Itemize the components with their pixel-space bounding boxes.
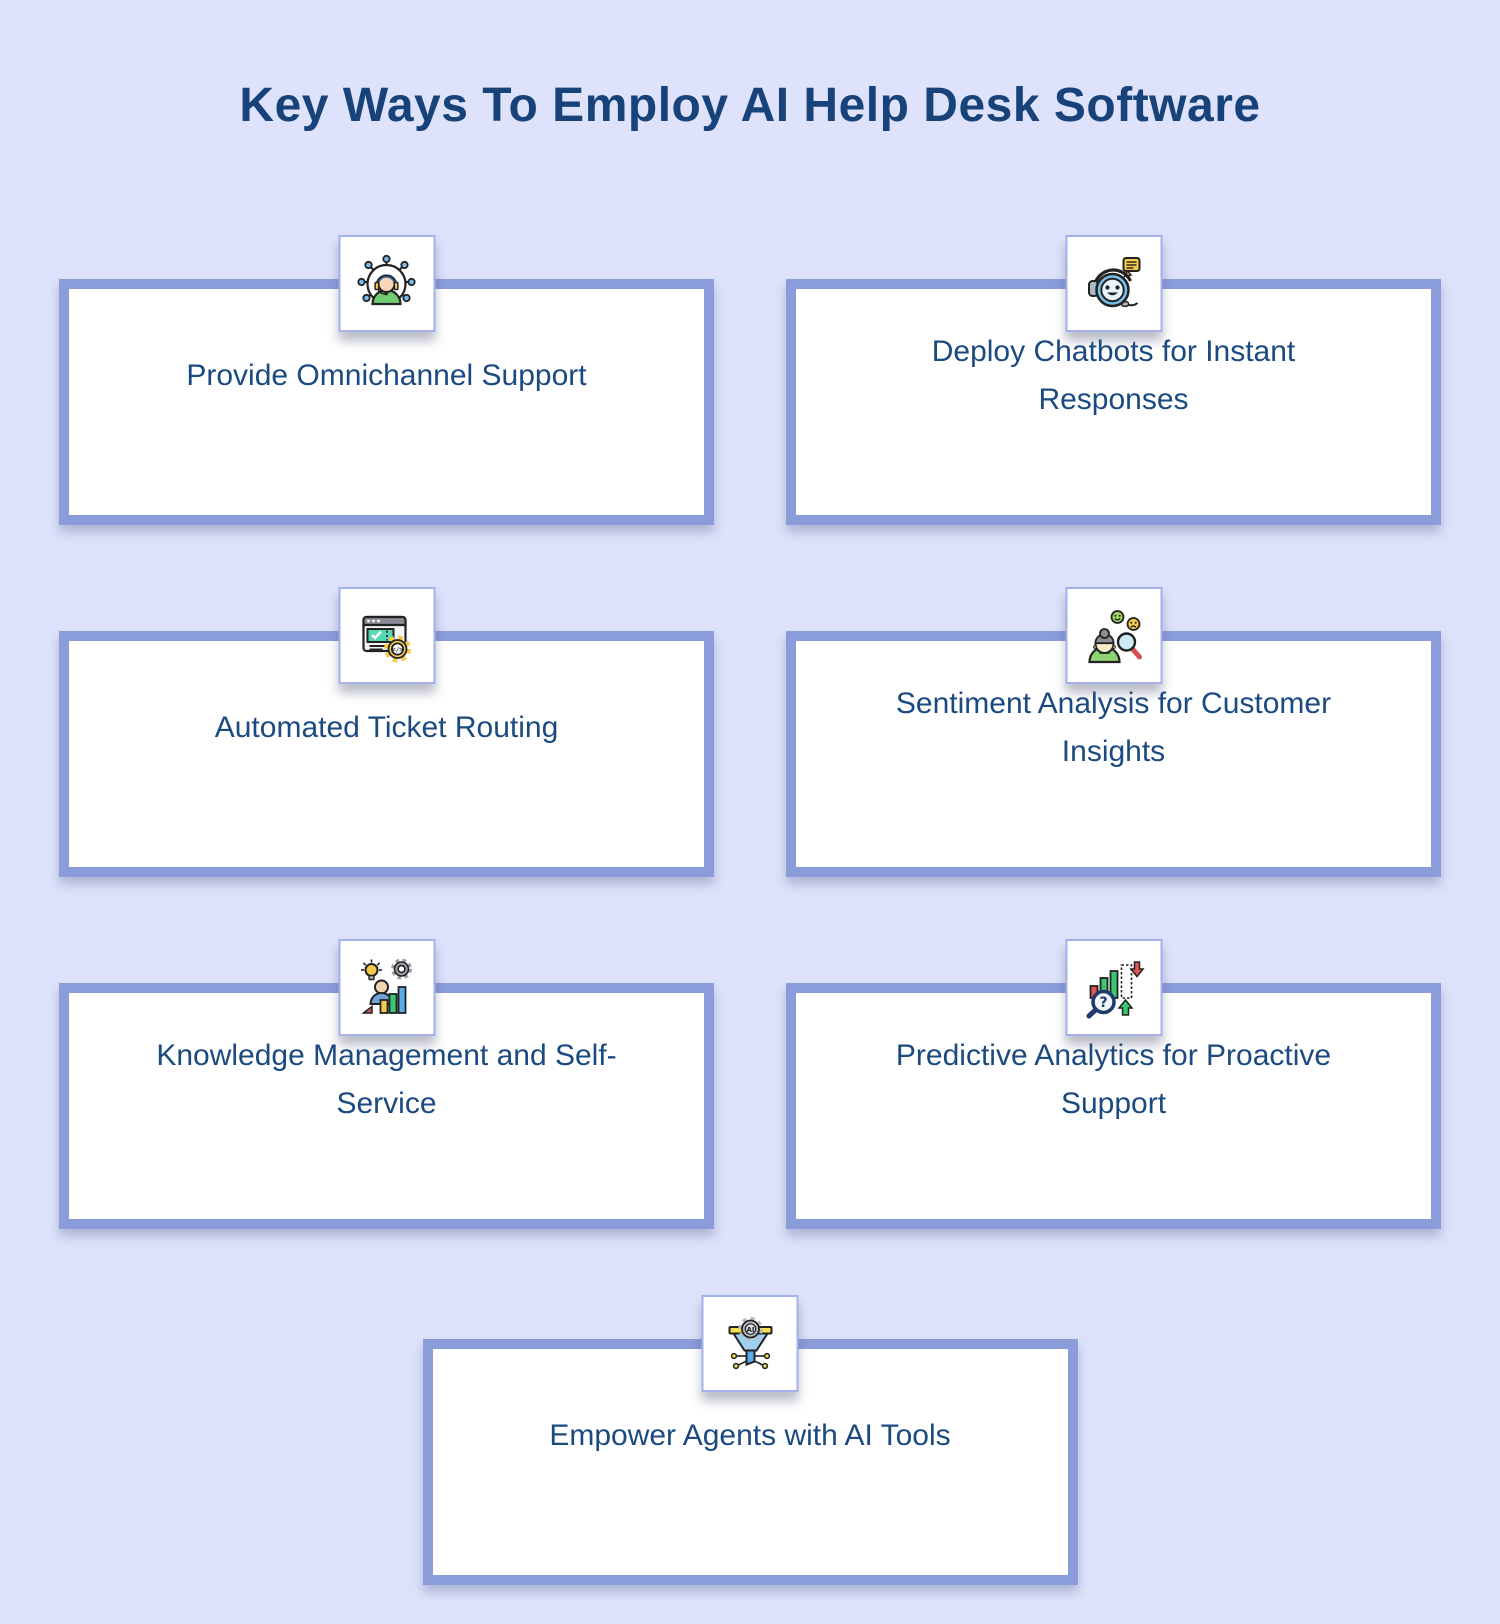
card-label-predictive-analytics: Predictive Analytics for Proactive Suppo…	[895, 1039, 1332, 1120]
cards-grid: Provide Omnichannel Support Deploy Chatb…	[59, 235, 1441, 1229]
svg-text:?: ?	[1099, 995, 1107, 1011]
knowledge-management-icon	[338, 939, 435, 1036]
card-ticket-routing: </> Automated Ticket Routing	[59, 587, 714, 877]
card-knowledge-management: Knowledge Management and Self-Service	[59, 939, 714, 1229]
card-deploy-chatbots: Deploy Chatbots for Instant Responses	[786, 235, 1441, 525]
chatbot-icon	[1065, 235, 1162, 332]
card-empower-agents: AI Empower Agents with AI Tools	[422, 1295, 1078, 1585]
card-label-empower-agents: Empower Agents with AI Tools	[549, 1419, 951, 1452]
card-label-knowledge-management: Knowledge Management and Self-Service	[156, 1039, 617, 1120]
ticket-routing-icon: </>	[338, 587, 435, 684]
page-title: Key Ways To Employ AI Help Desk Software	[239, 79, 1261, 132]
sentiment-analysis-icon	[1065, 587, 1162, 684]
bottom-row: AI Empower Agents with AI Tools	[0, 1295, 1500, 1585]
card-label-sentiment-analysis: Sentiment Analysis for Customer Insights	[895, 687, 1332, 768]
card-label-deploy-chatbots: Deploy Chatbots for Instant Responses	[931, 335, 1296, 416]
predictive-analytics-icon: ?	[1065, 939, 1162, 1036]
card-label-ticket-routing: Automated Ticket Routing	[214, 711, 559, 744]
card-omnichannel-support: Provide Omnichannel Support	[59, 235, 714, 525]
omnichannel-support-icon	[338, 235, 435, 332]
svg-text:</>: </>	[392, 646, 403, 653]
svg-text:AI: AI	[746, 1325, 754, 1333]
card-label-omnichannel-support: Provide Omnichannel Support	[186, 359, 587, 392]
ai-funnel-icon: AI	[701, 1295, 799, 1392]
card-predictive-analytics: ? Predictive Analytics for Proactive Sup…	[786, 939, 1441, 1229]
card-sentiment-analysis: Sentiment Analysis for Customer Insights	[786, 587, 1441, 877]
